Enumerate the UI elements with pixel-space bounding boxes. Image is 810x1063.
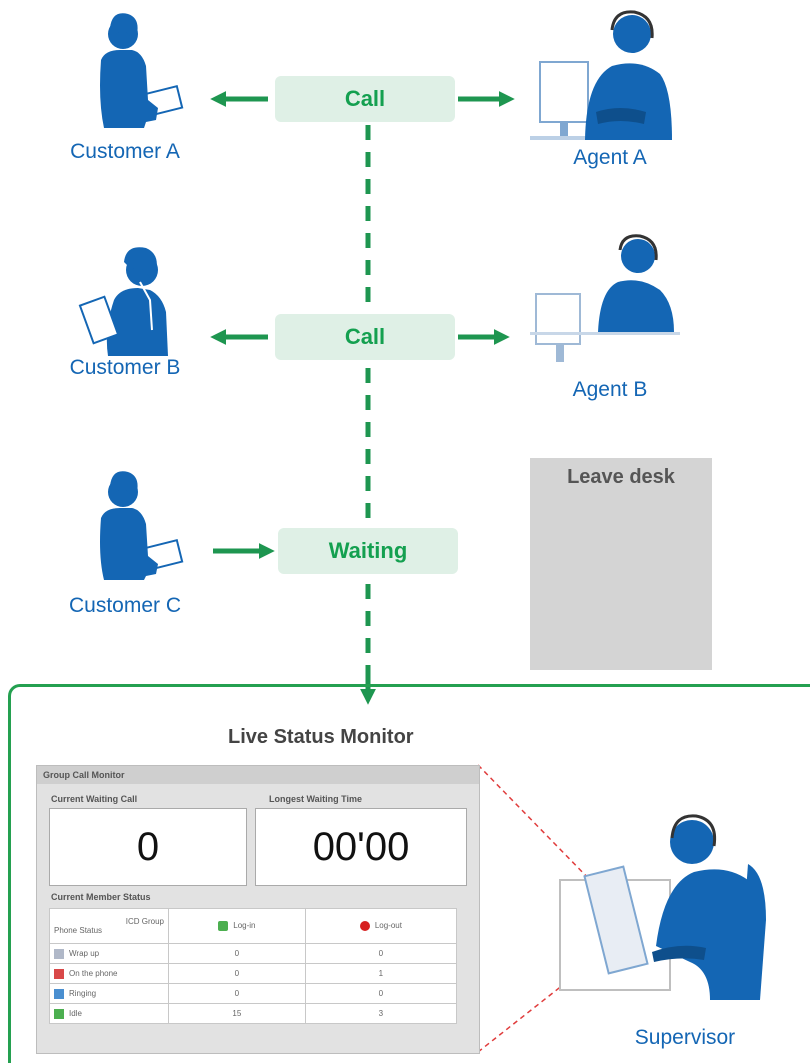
login-header: Log-in (168, 908, 306, 944)
login-count: 15 (168, 1003, 306, 1024)
on-the-phone-icon (54, 968, 64, 979)
corner-bottom: Phone Status (54, 926, 103, 935)
corner-header: ICD Group Phone Status (49, 908, 169, 944)
agent-b-label: Agent B (572, 378, 648, 401)
login-count: 0 (168, 963, 306, 984)
waiting-call-display: 0 (49, 808, 247, 886)
supervisor-label: Supervisor (634, 1026, 736, 1049)
corner-top: ICD Group (125, 917, 164, 926)
status-cell: On the phone (49, 963, 169, 984)
logout-icon (359, 921, 370, 931)
agent-a-label: Agent A (573, 146, 647, 169)
status-text: Ringing (69, 988, 97, 998)
logout-count: 1 (304, 963, 458, 984)
call-box-a: Call (275, 76, 455, 122)
idle-icon (54, 1008, 64, 1019)
call-box-b: Call (275, 314, 455, 360)
waiting-call-caption: Current Waiting Call (51, 794, 138, 804)
agent-a-icon (530, 10, 672, 141)
login-count: 0 (168, 943, 306, 964)
waiting-call-value: 0 (136, 824, 160, 869)
table-row: Idle 15 3 (49, 1003, 458, 1024)
monitor-title: Live Status Monitor (228, 726, 414, 748)
wrap-up-icon (54, 948, 64, 959)
call-label-a: Call (344, 86, 386, 111)
member-status-caption: Current Member Status (51, 892, 151, 902)
table-header-row: ICD Group Phone Status Log-in Log-out (49, 908, 458, 944)
group-call-monitor-panel: Group Call Monitor Current Waiting Call … (36, 765, 480, 1054)
member-status-table: ICD Group Phone Status Log-in Log-out Wr… (49, 908, 458, 1024)
supervisor-icon (559, 814, 766, 1000)
table-row: On the phone 0 1 (49, 963, 458, 984)
login-count: 0 (168, 983, 306, 1004)
login-icon (218, 921, 229, 931)
ringing-icon (54, 988, 64, 999)
leave-desk-box: Leave desk (530, 458, 712, 670)
status-cell: Idle (49, 1003, 169, 1024)
leave-desk-label: Leave desk (567, 466, 675, 488)
customer-b-label: Customer B (69, 356, 181, 379)
logout-header: Log-out (304, 908, 458, 944)
login-label: Log-in (233, 921, 256, 931)
logout-label: Log-out (374, 921, 402, 931)
customer-a-label: Customer A (70, 140, 180, 163)
agent-b-icon (530, 234, 680, 362)
status-text: Wrap up (69, 948, 100, 958)
logout-count: 3 (304, 1003, 458, 1024)
longest-wait-display: 00'00 (255, 808, 467, 886)
customer-a-icon (100, 13, 184, 128)
logout-count: 0 (304, 983, 458, 1004)
monitor-frame (8, 684, 810, 1063)
status-cell: Ringing (49, 983, 169, 1004)
longest-wait-value: 00'00 (312, 824, 410, 869)
logout-count: 0 (304, 943, 458, 964)
table-row: Ringing 0 0 (49, 983, 458, 1004)
status-cell: Wrap up (49, 943, 169, 964)
customer-c-label: Customer C (68, 594, 182, 617)
zoom-line-top (477, 764, 593, 883)
table-row: Wrap up 0 0 (49, 943, 458, 964)
waiting-box: Waiting (278, 528, 458, 574)
longest-wait-caption: Longest Waiting Time (269, 794, 363, 804)
call-label-b: Call (344, 324, 386, 349)
customer-b-icon (78, 247, 168, 356)
panel-title: Group Call Monitor (37, 766, 479, 784)
customer-c-icon (100, 471, 184, 580)
status-text: Idle (69, 1008, 82, 1018)
status-text: On the phone (69, 968, 118, 978)
waiting-label: Waiting (328, 538, 408, 563)
